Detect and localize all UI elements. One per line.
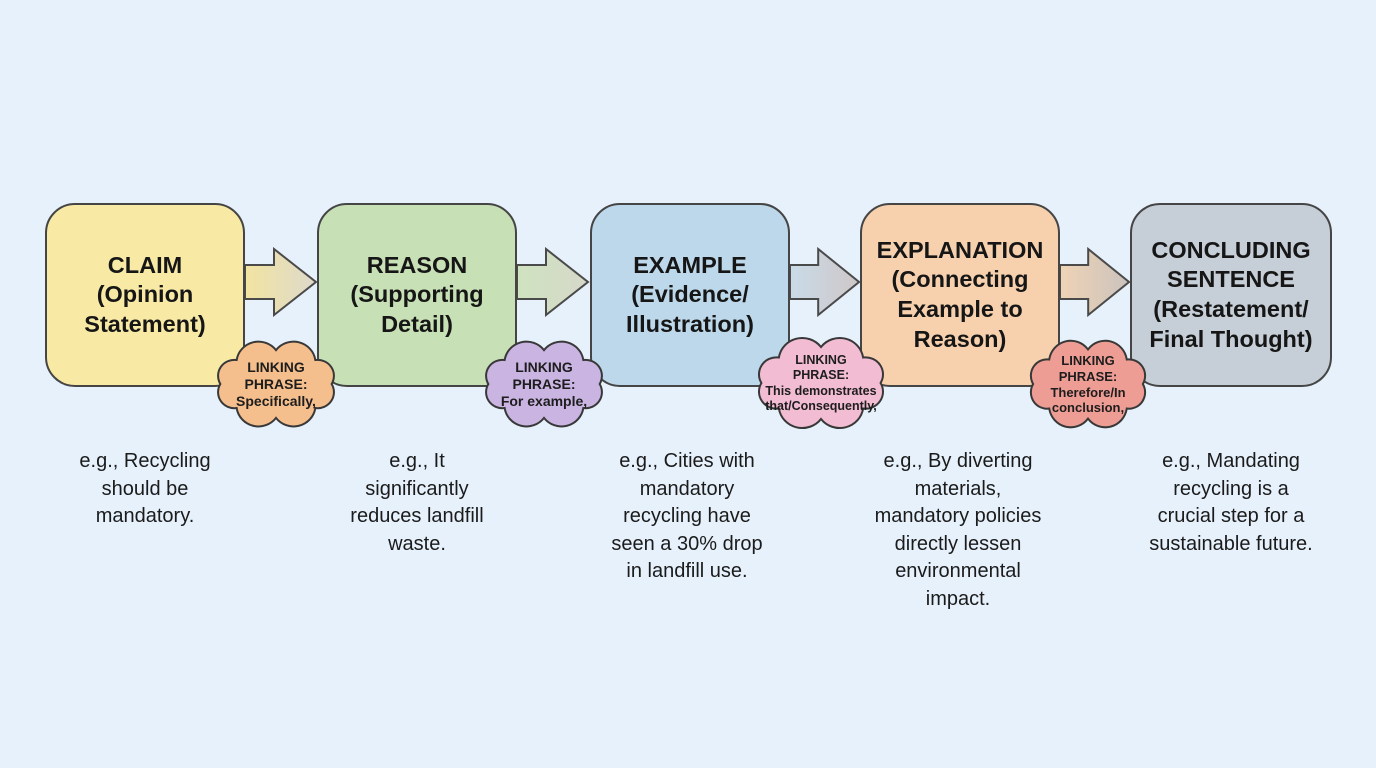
cloud-icon bbox=[473, 336, 615, 433]
example-text-example: e.g., Cities with mandatory recycling ha… bbox=[611, 450, 763, 583]
step-title-explanation: EXPLANATION (Connecting Example to Reaso… bbox=[876, 236, 1044, 352]
step-title-reason: REASON (Supporting Detail) bbox=[350, 251, 484, 337]
linking-phrase-text: LINKING PHRASE: Therefore/In conclusion, bbox=[1018, 335, 1158, 434]
linking-phrase-cloud-1: LINKING PHRASE: Specifically, bbox=[205, 336, 347, 433]
arrow-explanation-to-concluding-icon bbox=[1059, 247, 1131, 317]
step-box-example: EXAMPLE (Evidence/ Illustration) bbox=[590, 203, 790, 387]
linking-phrase-heading: LINKING PHRASE: bbox=[1058, 352, 1118, 384]
example-text-claim: e.g., Recycling should be mandatory. bbox=[79, 450, 211, 528]
linking-phrase-heading: LINKING PHRASE: bbox=[792, 353, 850, 383]
example-text-explanation: e.g., By diverting materials, mandatory … bbox=[874, 450, 1042, 610]
step-box-claim: CLAIM (Opinion Statement) bbox=[45, 203, 245, 387]
linking-phrase-value: This demonstrates that/Consequently, bbox=[765, 383, 877, 413]
step-box-reason: REASON (Supporting Detail) bbox=[317, 203, 517, 387]
arrow-reason-to-example-icon bbox=[516, 247, 590, 317]
step-title-example: EXAMPLE (Evidence/ Illustration) bbox=[626, 251, 754, 337]
step-title-concluding-sentence: CONCLUDING SENTENCE (Restatement/ Final … bbox=[1149, 236, 1313, 352]
linking-phrase-value: Specifically, bbox=[236, 393, 316, 410]
example-text-concluding-sentence: e.g., Mandating recycling is a crucial s… bbox=[1149, 450, 1313, 555]
linking-phrase-cloud-4: LINKING PHRASE: Therefore/In conclusion, bbox=[1018, 335, 1158, 434]
linking-phrase-text: LINKING PHRASE: For example, bbox=[473, 336, 615, 433]
step-box-concluding-sentence: CONCLUDING SENTENCE (Restatement/ Final … bbox=[1130, 203, 1332, 387]
arrow-example-to-explanation-icon bbox=[789, 247, 861, 317]
arrow-claim-to-reason-icon bbox=[244, 247, 318, 317]
linking-phrase-text: LINKING PHRASE: Specifically, bbox=[205, 336, 347, 433]
linking-phrase-value: For example, bbox=[500, 393, 588, 410]
step-box-explanation: EXPLANATION (Connecting Example to Reaso… bbox=[860, 203, 1060, 387]
cloud-icon bbox=[1018, 335, 1158, 434]
linking-phrase-heading: LINKING PHRASE: bbox=[244, 358, 308, 392]
linking-phrase-cloud-3: LINKING PHRASE: This demonstrates that/C… bbox=[745, 332, 897, 435]
cloud-icon bbox=[205, 336, 347, 433]
step-title-claim: CLAIM (Opinion Statement) bbox=[84, 251, 206, 337]
linking-phrase-value: Therefore/In conclusion, bbox=[1050, 384, 1126, 416]
linking-phrase-cloud-2: LINKING PHRASE: For example, bbox=[473, 336, 615, 433]
linking-phrase-text: LINKING PHRASE: This demonstrates that/C… bbox=[745, 332, 897, 435]
cloud-icon bbox=[745, 332, 897, 435]
linking-phrase-heading: LINKING PHRASE: bbox=[512, 358, 576, 392]
example-text-reason: e.g., It significantly reduces landfill … bbox=[350, 450, 484, 555]
